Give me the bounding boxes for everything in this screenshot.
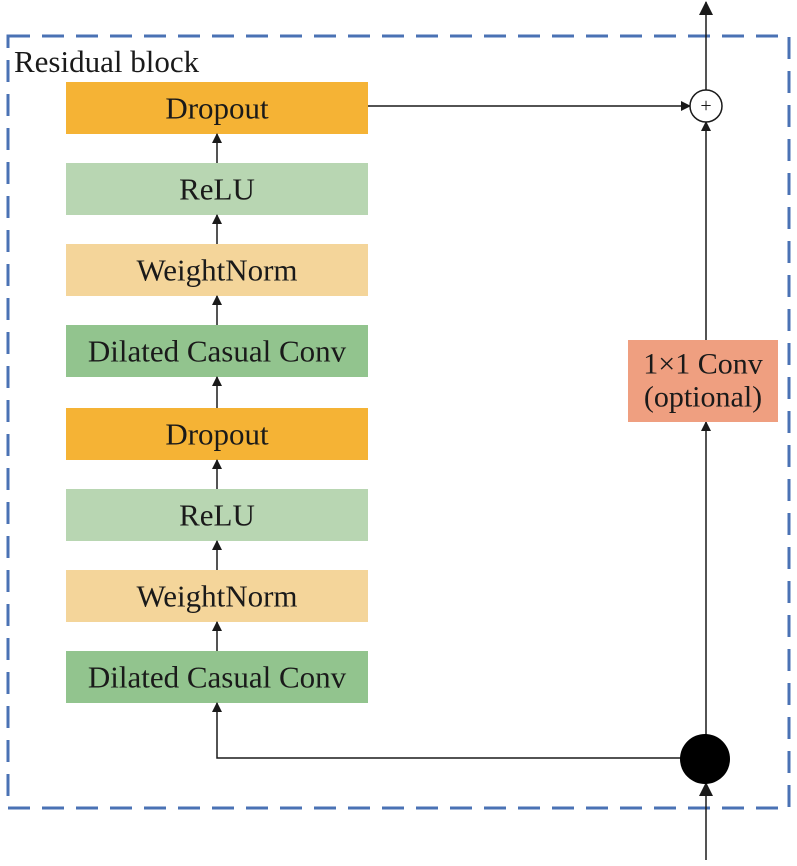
residual-block-border bbox=[6, 34, 791, 810]
layer-label: Dilated Casual Conv bbox=[88, 660, 347, 695]
input-path-to-conv bbox=[212, 702, 682, 759]
shortcut-label-line1: 1×1 Conv bbox=[643, 348, 762, 381]
layer-label: WeightNorm bbox=[136, 579, 297, 614]
circle-plus-icon: + bbox=[689, 89, 723, 123]
sum-symbol: + bbox=[700, 95, 711, 117]
layer-weightnorm-top: WeightNorm bbox=[66, 244, 368, 296]
layer-dilated-conv-top: Dilated Casual Conv bbox=[66, 325, 368, 377]
layer-weightnorm-bottom: WeightNorm bbox=[66, 570, 368, 622]
layer-relu-top: ReLU bbox=[66, 163, 368, 215]
layer-stack: Dropout ReLU WeightNorm Dilated Casual C… bbox=[66, 82, 368, 703]
block-title: Residual block bbox=[14, 44, 200, 79]
layer-label: Dilated Casual Conv bbox=[88, 334, 347, 369]
layer-label: Dropout bbox=[165, 417, 269, 452]
layer-relu-bottom: ReLU bbox=[66, 489, 368, 541]
layer-label: Dropout bbox=[165, 91, 269, 126]
shortcut-conv-box: 1×1 Conv (optional) bbox=[628, 340, 778, 422]
layer-dilated-conv-bottom: Dilated Casual Conv bbox=[66, 651, 368, 703]
layer-label: ReLU bbox=[179, 172, 255, 207]
shortcut-label-line2: (optional) bbox=[644, 381, 762, 414]
layer-label: WeightNorm bbox=[136, 253, 297, 288]
layer-dropout-top: Dropout bbox=[66, 82, 368, 134]
layer-dropout-bottom: Dropout bbox=[66, 408, 368, 460]
layer-label: ReLU bbox=[179, 498, 255, 533]
filled-circle-node-icon bbox=[680, 734, 730, 784]
